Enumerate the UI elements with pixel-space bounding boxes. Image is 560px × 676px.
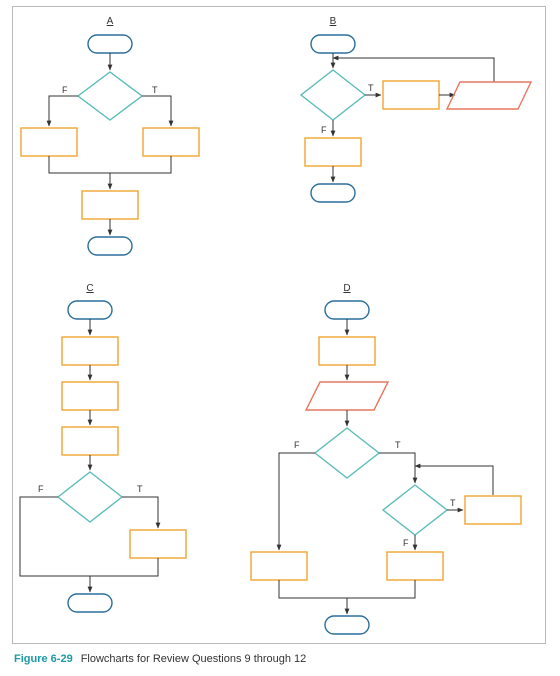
figure-caption-text: Flowcharts for Review Questions 9 throug…: [80, 653, 307, 665]
panel-d-outer-true-branch: [379, 452, 418, 484]
panel-d-outer-true-label: T: [395, 440, 401, 450]
panel-c-process-2: [61, 381, 119, 411]
panel-a-process-after: [81, 190, 139, 220]
panel-c-process-3: [61, 426, 119, 456]
panel-a-start-terminal: [87, 34, 133, 54]
panel-d-outer-decision: [313, 427, 381, 479]
panel-d-process-outer-false: [250, 551, 308, 581]
panel-c-true-label: T: [137, 484, 143, 494]
panel-a-end-terminal: [87, 236, 133, 256]
panel-b-title: B: [330, 16, 337, 27]
panel-d-end-terminal: [324, 615, 370, 635]
figure-frame: [12, 6, 546, 644]
panel-d-outer-false-label: F: [294, 440, 300, 450]
panel-b-true-label: T: [368, 83, 374, 93]
panel-d-inner-true-label: T: [450, 498, 456, 508]
panel-b: B T F: [299, 16, 533, 203]
panel-d-process-inner-false: [386, 551, 444, 581]
panel-d-loop-back-line: [414, 463, 494, 495]
panel-c-merge-line: [90, 558, 159, 577]
panel-a-process-true: [142, 127, 200, 157]
panel-d-inner-decision: [381, 484, 449, 536]
panel-a-true-branch: [142, 95, 174, 127]
panel-c-process-1: [61, 336, 119, 366]
panel-d-merge-line: [278, 580, 416, 599]
panel-c: C F T: [19, 283, 187, 613]
panel-a-false-label: F: [62, 85, 68, 95]
panel-a-true-label: T: [152, 85, 158, 95]
panel-d-outer-false-branch: [276, 452, 315, 551]
panel-c-false-label: F: [38, 484, 44, 494]
panel-a-title: A: [107, 16, 114, 27]
panel-c-false-branch: [19, 496, 90, 577]
panel-b-process-true: [382, 80, 440, 110]
panel-c-decision: [56, 471, 124, 523]
panel-a-process-false: [20, 127, 78, 157]
panel-a-false-branch: [46, 95, 78, 127]
panel-d: D F T T F: [250, 283, 522, 635]
panel-a-merge-line: [48, 156, 172, 174]
panel-b-false-label: F: [321, 125, 327, 135]
panel-d-process-loop: [464, 495, 522, 525]
panel-a-decision: [76, 71, 144, 121]
panel-b-start-terminal: [310, 34, 356, 54]
figure-number: Figure 6-29: [14, 653, 73, 665]
panel-d-process-1: [318, 336, 376, 366]
panel-d-title: D: [343, 283, 350, 294]
figure-caption: Figure 6-29 Flowcharts for Review Questio…: [14, 653, 306, 665]
panel-c-true-branch: [122, 496, 161, 529]
panel-c-title: C: [86, 283, 93, 294]
panel-b-decision: [299, 69, 367, 121]
panel-a: A F T: [20, 16, 200, 256]
panel-b-end-terminal: [310, 183, 356, 203]
panel-d-inner-false-label: F: [403, 538, 409, 548]
panel-d-start-terminal: [324, 300, 370, 320]
panel-d-io-parallelogram: [304, 381, 390, 411]
panel-c-start-terminal: [67, 300, 113, 320]
panel-b-io-parallelogram: [445, 81, 533, 110]
panel-c-process-true: [129, 529, 187, 559]
panel-b-process-false: [304, 137, 362, 167]
panel-c-end-terminal: [67, 593, 113, 613]
panel-b-loop-back-line: [332, 55, 495, 82]
